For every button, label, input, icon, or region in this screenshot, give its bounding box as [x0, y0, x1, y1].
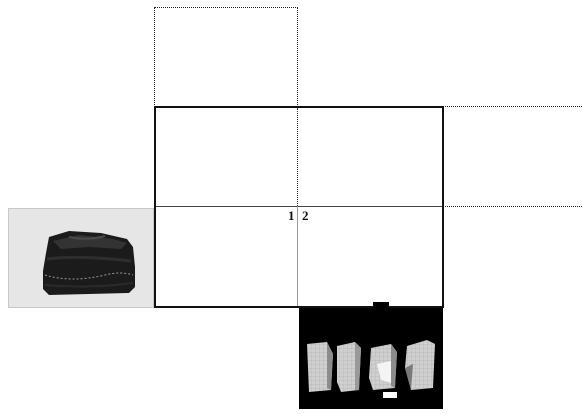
fabric-bag-illustration [9, 209, 153, 307]
panel-label-2: 2 [302, 208, 309, 224]
folded-panels-photo [299, 308, 443, 409]
right-dotted-cell [443, 106, 582, 207]
fabric-bag-photo [8, 208, 154, 308]
top-dotted-cell [154, 7, 298, 107]
middle-horizontal-line [156, 206, 442, 207]
folded-panels-illustration [299, 308, 443, 409]
main-solid-frame [154, 106, 444, 308]
middle-vertical-solid-line [297, 206, 298, 306]
middle-vertical-dotted-line [297, 108, 298, 206]
panel-label-1: 1 [288, 208, 295, 224]
